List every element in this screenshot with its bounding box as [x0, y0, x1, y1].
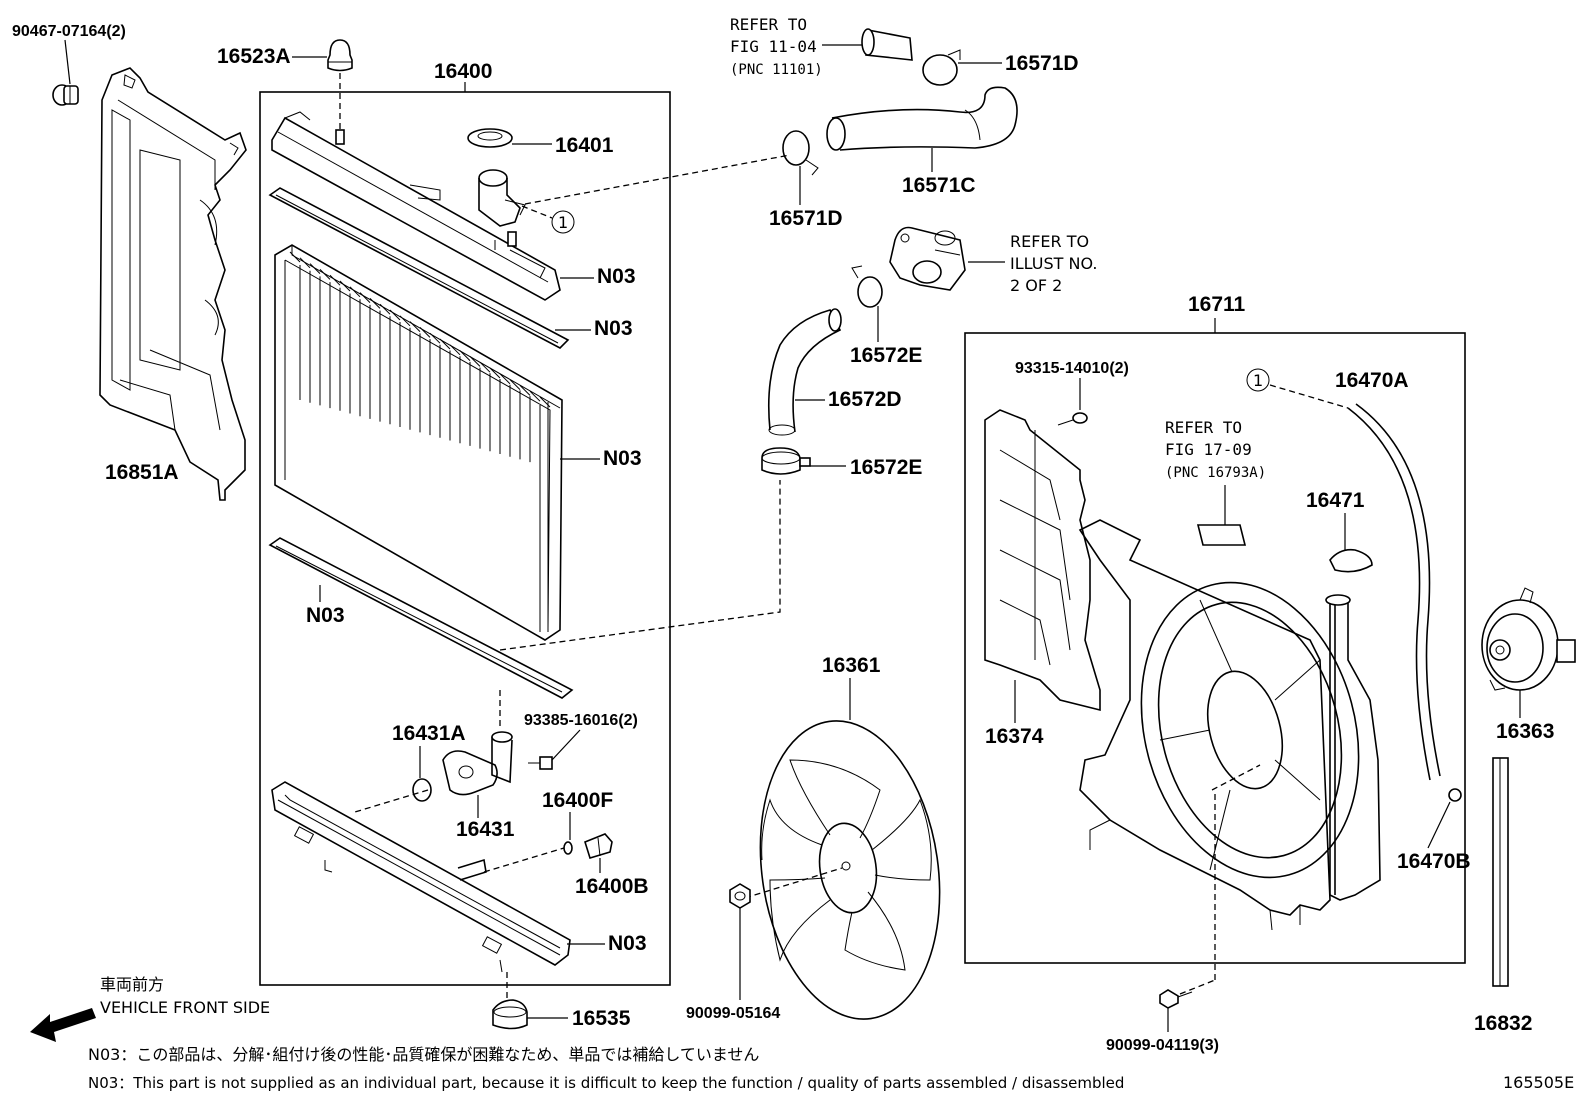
- reservoir-cap-16471[interactable]: [1329, 548, 1373, 573]
- ref-fig1104-line1: REFER TO: [730, 15, 807, 34]
- water-outlet[interactable]: [889, 226, 966, 291]
- bolt-90467-07164[interactable]: [52, 84, 79, 106]
- air-guide-16851A[interactable]: [99, 67, 247, 501]
- ref-fig1709-line1: REFER TO: [1165, 418, 1242, 437]
- label-n03-3[interactable]: N03: [603, 447, 642, 470]
- o-ring-16431A[interactable]: [412, 778, 432, 802]
- label-16400[interactable]: 16400: [434, 60, 492, 83]
- label-16832[interactable]: 16832: [1474, 1012, 1532, 1035]
- label-16572D[interactable]: 16572D: [828, 388, 902, 411]
- reserve-tank[interactable]: [1325, 594, 1381, 901]
- ref-illust-line2: ILLUST NO.: [1010, 254, 1097, 273]
- fan-motor-16363[interactable]: [1481, 587, 1576, 691]
- clamp-16571D-a[interactable]: [922, 49, 961, 86]
- front-label-jp: 車両前方: [100, 975, 164, 994]
- radiator-core[interactable]: [274, 244, 563, 641]
- clamp-16572E-b[interactable]: [761, 447, 811, 475]
- label-16571D-a[interactable]: 16571D: [1005, 52, 1079, 75]
- figure-code: 165505E: [1503, 1073, 1574, 1092]
- vehicle-front-arrow-icon: [30, 1008, 96, 1042]
- label-16431[interactable]: 16431: [456, 818, 515, 841]
- outlet-pipe-16431[interactable]: [442, 731, 513, 796]
- air-guide-16374[interactable]: [984, 409, 1101, 712]
- label-16361[interactable]: 16361: [822, 654, 881, 677]
- label-16400B[interactable]: 16400B: [575, 875, 649, 898]
- label-16523A[interactable]: 16523A: [217, 45, 291, 68]
- ref-fig1709-line2: FIG 17-09: [1165, 440, 1252, 459]
- fan-16361[interactable]: [742, 709, 958, 1031]
- cushion-16523A[interactable]: [327, 39, 353, 72]
- lower-tank[interactable]: [271, 781, 571, 973]
- bolt-93315-14010[interactable]: [1057, 412, 1088, 426]
- label-n03-4[interactable]: N03: [306, 604, 345, 627]
- label-90467-07164[interactable]: 90467-07164(2): [12, 23, 126, 40]
- ref-fig1104-line3: (PNC 11101): [730, 62, 823, 78]
- bolt-90099-04119[interactable]: [1159, 989, 1193, 1009]
- label-16571C[interactable]: 16571C: [902, 174, 976, 197]
- clip-16470B[interactable]: [1448, 788, 1462, 802]
- ref-illust-line3: 2 OF 2: [1010, 276, 1062, 295]
- label-93385-16016[interactable]: 93385-16016(2): [524, 712, 638, 729]
- label-16374[interactable]: 16374: [985, 725, 1044, 748]
- circle-ref-1-b: 1: [1253, 371, 1263, 390]
- lower-hose-16572D[interactable]: [767, 308, 842, 436]
- label-16400F[interactable]: 16400F: [542, 789, 613, 812]
- front-label-en: VEHICLE FRONT SIDE: [100, 998, 270, 1017]
- label-16471[interactable]: 16471: [1306, 489, 1365, 512]
- overflow-hose-16470A[interactable]: [1347, 403, 1441, 781]
- bolt-93385-16016[interactable]: [528, 756, 553, 770]
- label-n03-2[interactable]: N03: [594, 317, 633, 340]
- label-93315-14010[interactable]: 93315-14010(2): [1015, 360, 1129, 377]
- note-en: N03：This part is not supplied as an indi…: [88, 1074, 1124, 1092]
- ref-fig1709-line3: (PNC 16793A): [1165, 465, 1266, 481]
- label-16571D-b[interactable]: 16571D: [769, 207, 843, 230]
- label-90099-05164[interactable]: 90099-05164: [686, 1005, 780, 1022]
- gasket-lower[interactable]: [268, 537, 574, 699]
- clamp-16572E-a[interactable]: [851, 265, 883, 308]
- label-16401[interactable]: 16401: [555, 134, 614, 157]
- fan-shroud[interactable]: [1078, 519, 1390, 931]
- label-16572E-a[interactable]: 16572E: [850, 344, 922, 367]
- ref-fig1104-line2: FIG 11-04: [730, 37, 817, 56]
- upper-hose-16571C[interactable]: [826, 86, 1018, 151]
- note-jp: N03：この部品は、分解･組付け後の性能･品質確保が困難なため、単品では補給して…: [88, 1045, 759, 1064]
- hose-fitting-upper[interactable]: [861, 28, 913, 61]
- upper-tank[interactable]: [271, 111, 561, 301]
- label-16363[interactable]: 16363: [1496, 720, 1554, 743]
- washer-16400F[interactable]: [563, 841, 573, 855]
- cap-16401[interactable]: [467, 128, 513, 148]
- label-16470B[interactable]: 16470B: [1397, 850, 1471, 873]
- label-16470A[interactable]: 16470A: [1335, 369, 1409, 392]
- label-n03-1[interactable]: N03: [597, 265, 636, 288]
- ref-illust-line1: REFER TO: [1010, 232, 1089, 251]
- label-90099-04119[interactable]: 90099-04119(3): [1106, 1037, 1219, 1054]
- filler-neck[interactable]: [478, 169, 526, 227]
- label-16431A[interactable]: 16431A: [392, 722, 466, 745]
- cushion-16535[interactable]: [492, 999, 528, 1030]
- label-16851A[interactable]: 16851A: [105, 461, 179, 484]
- clamp-16571D-b[interactable]: [782, 130, 819, 176]
- circle-ref-1-a: 1: [558, 213, 568, 232]
- label-16572E-b[interactable]: 16572E: [850, 456, 922, 479]
- drain-cock-16400B[interactable]: [584, 833, 613, 859]
- label-n03-5[interactable]: N03: [608, 932, 647, 955]
- nut-90099-05164[interactable]: [729, 883, 751, 909]
- gasket-upper[interactable]: [268, 187, 570, 349]
- seal-16832[interactable]: [1492, 757, 1509, 987]
- label-16711[interactable]: 16711: [1188, 293, 1246, 316]
- label-16535[interactable]: 16535: [572, 1007, 631, 1030]
